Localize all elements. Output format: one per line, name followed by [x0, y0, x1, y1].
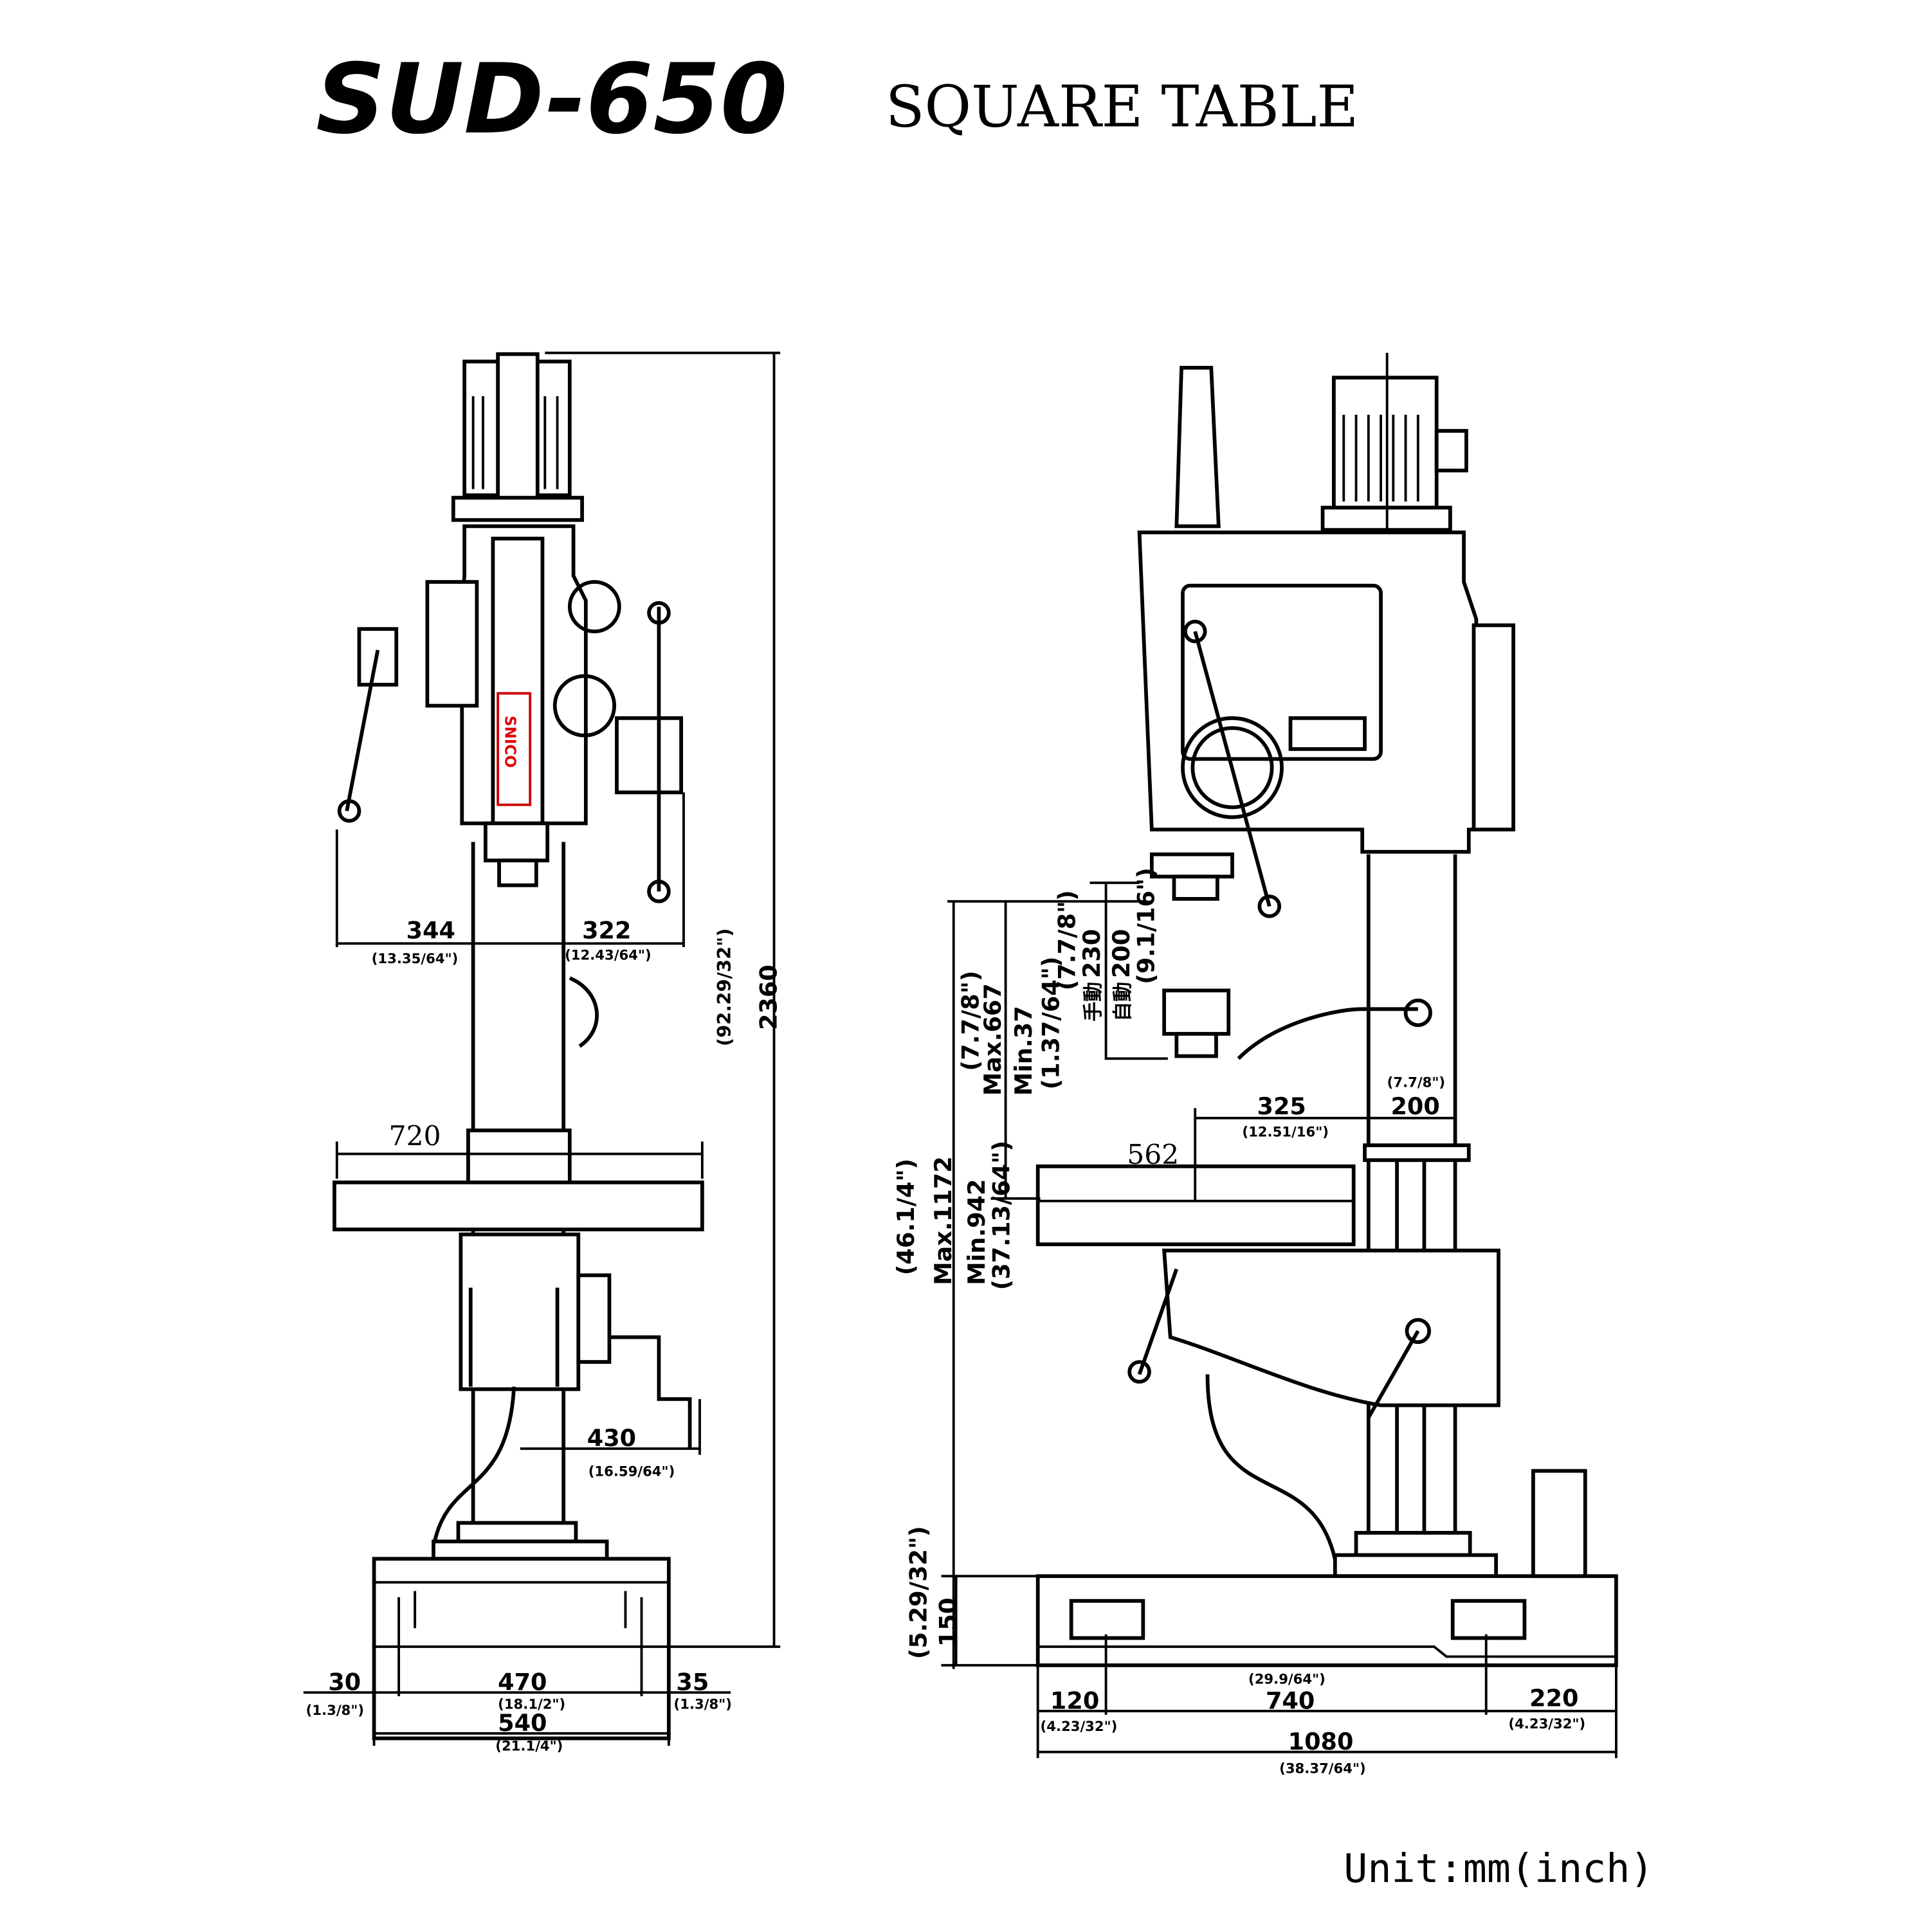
- label-auto: 自動: [1111, 982, 1135, 1022]
- subtitle: SQUARE TABLE: [886, 73, 1358, 140]
- front-head: SNICO: [337, 524, 684, 903]
- dim-crank-reach-inch: (16.59/64"): [588, 1463, 675, 1479]
- side-head: [1137, 530, 1515, 1058]
- dim-min-942-inch: (37.13/64"): [987, 1141, 1015, 1290]
- dim-base-rear-inch: (4.23/32"): [1508, 1716, 1585, 1732]
- side-motor: [1320, 352, 1468, 551]
- dim-base-total-inch: (38.37/64"): [1279, 1760, 1366, 1776]
- dim-base-rear: 220: [1529, 1684, 1578, 1712]
- front-table-bracket: [432, 1232, 692, 1548]
- dim-table-depth: 562: [1127, 1139, 1179, 1170]
- front-table: [333, 1181, 704, 1231]
- side-view: Max.1172 (46.1/4") Min.942 (37.13/64") M…: [892, 352, 1618, 1776]
- dim-overall-height-inch: (92.29/32"): [713, 928, 735, 1047]
- dim-base-front-inch: (4.23/32"): [1041, 1718, 1118, 1734]
- dim-throat: 325: [1257, 1092, 1306, 1120]
- dim-base-total-inch: (21.1/4"): [495, 1738, 563, 1754]
- dim-base-mid-inch: (29.9/64"): [1248, 1671, 1326, 1687]
- front-view: SNICO: [303, 351, 782, 1754]
- coolant-pump: [1531, 1469, 1587, 1579]
- dim-base-right: 35: [676, 1668, 709, 1696]
- label-manual: 手動: [1082, 982, 1105, 1022]
- dim-table-width: 720: [389, 1120, 441, 1152]
- dim-stroke-manual: 230: [1078, 929, 1106, 978]
- side-column: [1237, 854, 1471, 1542]
- side-counterweight: [1174, 365, 1221, 529]
- dim-base-height: 150: [934, 1598, 962, 1647]
- dim-overall-height: 2360: [754, 964, 782, 1030]
- dim-base-inner: 470: [498, 1668, 547, 1696]
- dim-max-667-inch: (7.7/8"): [956, 970, 984, 1071]
- dim-throat-inch: (12.51/16"): [1242, 1124, 1329, 1140]
- dim-base-total: 1080: [1288, 1728, 1354, 1755]
- dim-base-total: 540: [498, 1709, 547, 1737]
- dim-head-left-inch: (13.35/64"): [372, 950, 459, 966]
- dim-min-37: Min.37: [1010, 1006, 1037, 1096]
- dim-stroke-manual-inch: (7.7/8"): [1053, 890, 1080, 990]
- dim-crank-reach: 430: [587, 1424, 636, 1452]
- side-table-bracket: [1127, 1248, 1500, 1573]
- unit-note: Unit:mm(inch): [1344, 1845, 1654, 1892]
- dim-base-left: 30: [328, 1668, 361, 1696]
- dim-base-left-inch: (1.3/8"): [306, 1702, 364, 1718]
- dim-base-mid: 740: [1266, 1687, 1315, 1714]
- dim-base-right-inch: (1.3/8"): [674, 1696, 732, 1712]
- dim-base-height-inch: (5.29/32"): [904, 1526, 932, 1659]
- dim-stroke-auto: 200: [1107, 929, 1135, 978]
- front-dimensions: 2360 (92.29/32") 344 (13.35/64") 322 (12…: [303, 351, 782, 1754]
- dim-max-1172: Max.1172: [929, 1156, 957, 1285]
- side-dimensions: Max.1172 (46.1/4") Min.942 (37.13/64") M…: [892, 867, 1618, 1776]
- dim-head-right: 322: [582, 917, 631, 945]
- model-title: SUD-650: [316, 44, 787, 156]
- dim-column-inch: (7.7/8"): [1387, 1074, 1445, 1091]
- dim-min-942: Min.942: [963, 1179, 990, 1285]
- side-base: [1035, 1469, 1618, 1667]
- dim-head-left: 344: [406, 917, 455, 945]
- dim-head-right-inch: (12.43/64"): [565, 946, 652, 963]
- dim-min-37-inch: (1.37/64"): [1037, 956, 1064, 1089]
- dim-max-667: Max.667: [979, 983, 1007, 1096]
- dim-column: 200: [1390, 1092, 1439, 1120]
- dim-base-inner-inch: (18.1/2"): [498, 1696, 565, 1712]
- dim-base-front: 120: [1050, 1687, 1099, 1714]
- dim-stroke-auto-inch: (9.1/16"): [1133, 867, 1160, 984]
- dim-max-1172-inch: (46.1/4"): [892, 1159, 920, 1276]
- front-motor: [451, 352, 584, 522]
- brand-label: SNICO: [502, 716, 518, 768]
